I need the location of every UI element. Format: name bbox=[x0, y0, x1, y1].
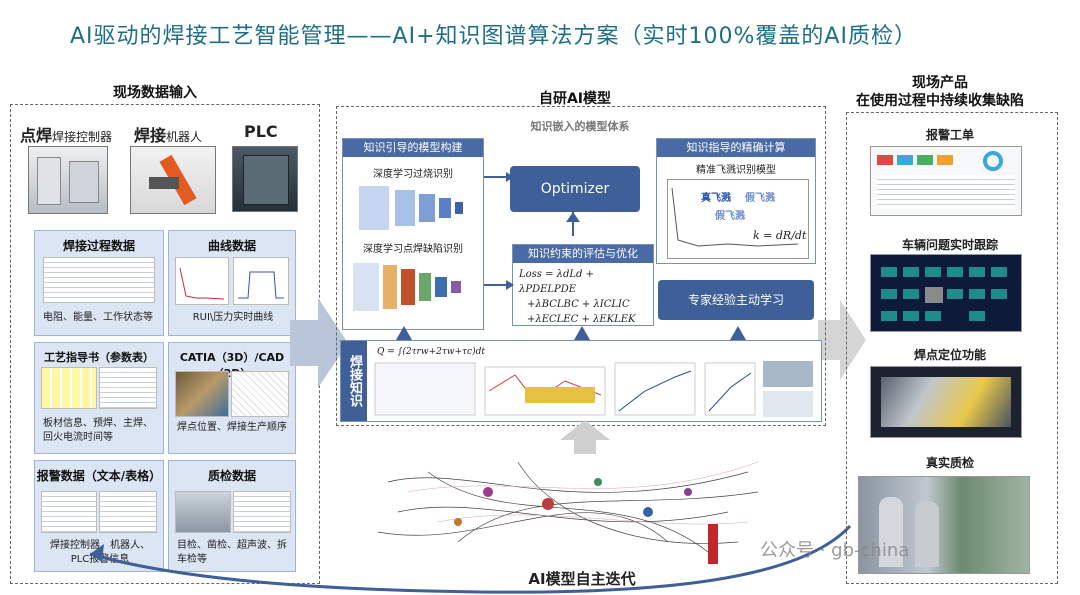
inspection-photo-thumbnail bbox=[175, 491, 231, 533]
watermark-text: 公众号 · gb-china bbox=[760, 540, 910, 561]
device-label-plc: PLC bbox=[244, 122, 278, 141]
loss-formula-line2: +λBCLBC + λICLIC bbox=[527, 299, 630, 310]
optimizer-box: Optimizer bbox=[510, 166, 640, 212]
table-thumbnail bbox=[43, 257, 155, 303]
panel-catia-cad: CATIA（3D）/CAD（2D） 焊点位置、焊接生产顺序 bbox=[168, 342, 296, 454]
network-diagram-1 bbox=[359, 186, 463, 230]
knowledge-precise-calc-title: 知识指导的精确计算 bbox=[657, 139, 815, 157]
plc-image bbox=[232, 146, 298, 212]
product-title-alarm-ticket: 报警工单 bbox=[925, 128, 974, 142]
left-header: 现场数据输入 bbox=[113, 85, 197, 101]
arrow-right-icon bbox=[290, 298, 348, 388]
spot-weld-defect-label: 深度学习点焊缺陷识别 bbox=[363, 244, 463, 255]
knowledge-figures bbox=[374, 361, 813, 417]
real-inspection-photo bbox=[858, 476, 1030, 574]
panel-process-instructions: 工艺指导书（参数表） 板材信息、预焊、主焊、回火电流时间等 bbox=[34, 342, 164, 454]
ai-self-iteration-label: AI模型自主迭代 bbox=[528, 570, 636, 588]
heat-formula: Q = ∫(2τrw+2τw+τc)dt bbox=[377, 347, 485, 357]
right-header: 现场产品 在使用过程中持续收集缺陷 bbox=[856, 75, 1024, 109]
curve-thumbnail-2 bbox=[233, 257, 289, 305]
knowledge-constrained-eval-title: 知识约束的评估与优化 bbox=[513, 245, 653, 263]
true-spatter-label: 真飞溅 bbox=[701, 193, 731, 204]
arrow-to-optimizer-icon bbox=[484, 172, 514, 182]
vehicle-tracking-screenshot bbox=[870, 254, 1022, 332]
middle-header: 自研AI模型 bbox=[538, 91, 612, 107]
network-diagram-2 bbox=[353, 263, 461, 311]
quality-form-thumbnail bbox=[233, 491, 291, 533]
arrow-up-grey-icon bbox=[560, 420, 610, 454]
device-label-robot: 焊接机器人 bbox=[134, 126, 203, 145]
overburn-detection-label: 深度学习过烧识别 bbox=[373, 169, 453, 180]
product-title-vehicle-tracking: 车辆问题实时跟踪 bbox=[901, 238, 998, 252]
alarm-ticket-screenshot bbox=[870, 146, 1022, 216]
arrow-up-icon-2 bbox=[396, 326, 412, 340]
arrow-to-eval-icon bbox=[484, 280, 514, 290]
weld-knowledge-strip: 焊接知识 Q = ∫(2τrw+2τw+τc)dt bbox=[340, 340, 822, 422]
alarm-table-thumbnail bbox=[99, 491, 157, 533]
product-title-real-inspection: 真实质检 bbox=[925, 456, 974, 470]
doc-thumbnail bbox=[99, 367, 157, 409]
panel-quality-data: 质检数据 目检、凿检、超声波、拆车检等 bbox=[168, 460, 296, 572]
weld-location-screenshot bbox=[870, 366, 1022, 438]
loss-formula-line1: Loss = λdLd + λPDELPDE bbox=[519, 269, 594, 295]
arrow-up-icon-3 bbox=[574, 326, 590, 340]
arrow-right-icon-2 bbox=[818, 300, 866, 380]
knowledge-guided-model-title: 知识引导的模型构建 bbox=[343, 139, 483, 157]
knowledge-guided-model-box: 知识引导的模型构建 深度学习过烧识别 深度学习点焊缺陷识别 bbox=[342, 138, 484, 330]
curve-thumbnail-1 bbox=[175, 257, 229, 305]
loss-formula-line3: +λECLEC + λEKLEK bbox=[527, 314, 636, 325]
knowledge-precise-calc-box: 知识指导的精确计算 精准飞溅识别模型 真飞溅 假飞溅 假飞溅 k = dR/dt bbox=[656, 138, 816, 264]
arrow-up-icon-4 bbox=[730, 326, 746, 340]
arrow-up-icon bbox=[566, 212, 580, 222]
weld-knowledge-label: 焊接知识 bbox=[341, 341, 367, 421]
knowledge-constrained-eval-box: 知识约束的评估与优化 Loss = λdLd + λPDELPDE +λBCLB… bbox=[512, 244, 654, 326]
expert-active-learning-box: 专家经验主动学习 bbox=[658, 280, 814, 320]
weld-robot-image bbox=[130, 146, 216, 214]
derivative-formula: k = dR/dt bbox=[753, 229, 807, 242]
spatter-curve-chart bbox=[667, 179, 809, 259]
device-label-spot-weld: 点焊焊接控制器 bbox=[20, 126, 113, 145]
param-table-thumbnail bbox=[41, 367, 97, 409]
3d-model-thumbnail bbox=[175, 371, 229, 417]
panel-weld-process-data: 焊接过程数据 电阻、能量、工作状态等 bbox=[34, 230, 164, 336]
false-spatter-label-2: 假飞溅 bbox=[715, 211, 745, 222]
product-title-weld-location: 焊点定位功能 bbox=[913, 348, 986, 362]
spatter-model-label: 精准飞溅识别模型 bbox=[696, 165, 776, 176]
iteration-loop-arrow bbox=[89, 524, 852, 594]
2d-drawing-thumbnail bbox=[231, 371, 289, 417]
false-spatter-label-1: 假飞溅 bbox=[745, 193, 775, 204]
right-product-container bbox=[846, 112, 1058, 584]
panel-curve-data: 曲线数据 RUI\压力实时曲线 bbox=[168, 230, 296, 336]
alarm-text-thumbnail bbox=[41, 491, 97, 533]
connector-line bbox=[572, 212, 574, 236]
model-system-subheader: 知识嵌入的模型体系 bbox=[530, 120, 630, 133]
knowledge-graph bbox=[377, 461, 759, 564]
page-title: AI驱动的焊接工艺智能管理——AI+知识图谱算法方案（实时100%覆盖的AI质检… bbox=[70, 24, 917, 49]
weld-controller-image bbox=[28, 146, 108, 214]
